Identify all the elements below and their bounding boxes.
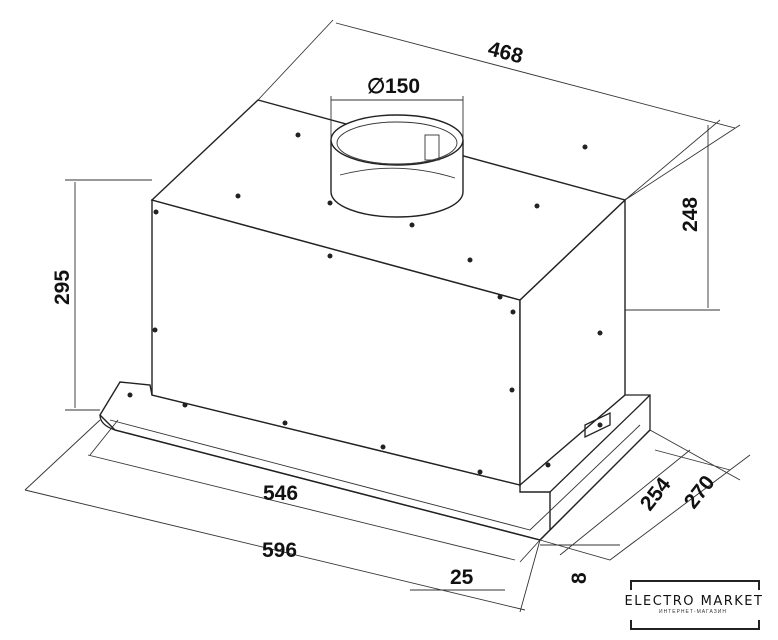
control-panel <box>584 411 611 439</box>
duct-diameter-symbol: ∅ <box>367 75 385 98</box>
screws <box>127 132 603 475</box>
dim-outer-depth: 270 <box>680 471 720 513</box>
logo-frame-bottom <box>630 620 760 630</box>
dim-height-left: 295 <box>51 270 74 305</box>
duct-outlet <box>330 114 464 218</box>
dim-outer-width: 596 <box>262 539 297 562</box>
logo-title: ELECTRO MARKET <box>624 594 764 609</box>
dim-height-right: 248 <box>679 197 702 232</box>
dim-front-offset: 25 <box>450 566 474 589</box>
logo-frame-top <box>630 580 760 590</box>
dim-plate-thickness: 8 <box>568 572 591 584</box>
bottom-plate <box>99 381 651 541</box>
logo-subtitle: ИНТЕРНЕТ-МАГАЗИН <box>659 609 727 615</box>
dim-inner-depth: 254 <box>636 473 676 515</box>
dimension-lines <box>24 19 751 613</box>
electro-market-logo: ELECTRO MARKET ИНТЕРНЕТ-МАГАЗИН <box>625 580 762 630</box>
dim-inner-width: 546 <box>263 482 298 505</box>
dim-duct-diameter: 150 <box>385 75 420 98</box>
